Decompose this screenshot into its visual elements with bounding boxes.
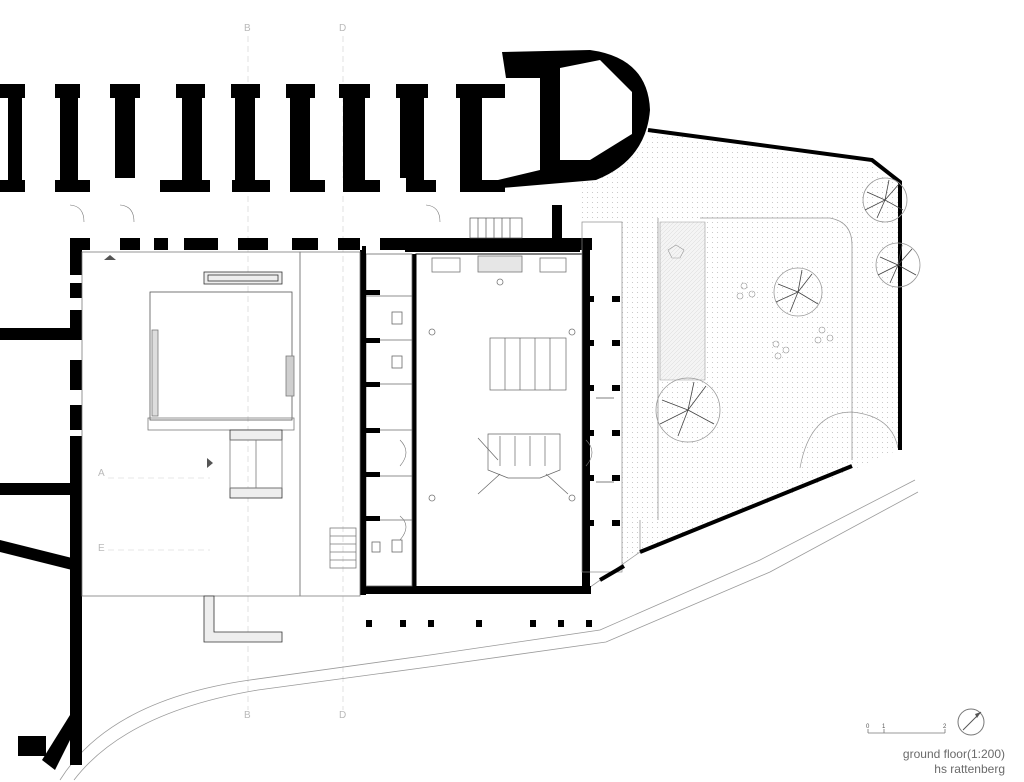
scale-label-2: 2: [943, 724, 947, 730]
main-hall: [362, 221, 623, 594]
scale-label-0: 0: [866, 724, 870, 730]
stair-icon: [477, 337, 569, 495]
door-swing-icon: [69, 204, 593, 541]
left-wall-gaps: [68, 275, 84, 436]
grid-label-left-a: A: [98, 468, 105, 479]
upper-vault-walls: [0, 50, 650, 192]
north-arrow-icon: [957, 708, 985, 736]
drawing-title: ground floor(1:200): [902, 747, 1005, 761]
east-boundary: [598, 128, 902, 582]
wc-walls: [360, 250, 380, 595]
hall-fixtures: [428, 255, 576, 502]
foyer-markers: [104, 255, 213, 468]
colonnade: [366, 620, 592, 627]
grid-label-bottom-b: B: [244, 710, 251, 721]
grid-labels: B D B D A E: [98, 23, 346, 721]
scale-label-1: 1: [882, 724, 886, 730]
left-walls: [0, 238, 82, 770]
foyer-stage: [81, 251, 361, 643]
grid-label-top-b: B: [244, 23, 251, 34]
scale-bar: 0 1 2: [866, 724, 947, 734]
project-name: hs rattenberg: [934, 762, 1005, 776]
tree-icon: [655, 177, 921, 443]
grid-label-left-e: E: [98, 543, 105, 554]
playground-marks: [667, 244, 834, 360]
grid-label-bottom-d: D: [339, 710, 346, 721]
mid-wall-gaps: [90, 236, 380, 252]
vault-openings: [25, 82, 460, 194]
wc-block: [365, 253, 413, 587]
grid-label-top-d: D: [339, 23, 346, 34]
garden-area: [580, 132, 899, 565]
stair-icon-upper: [469, 217, 523, 239]
